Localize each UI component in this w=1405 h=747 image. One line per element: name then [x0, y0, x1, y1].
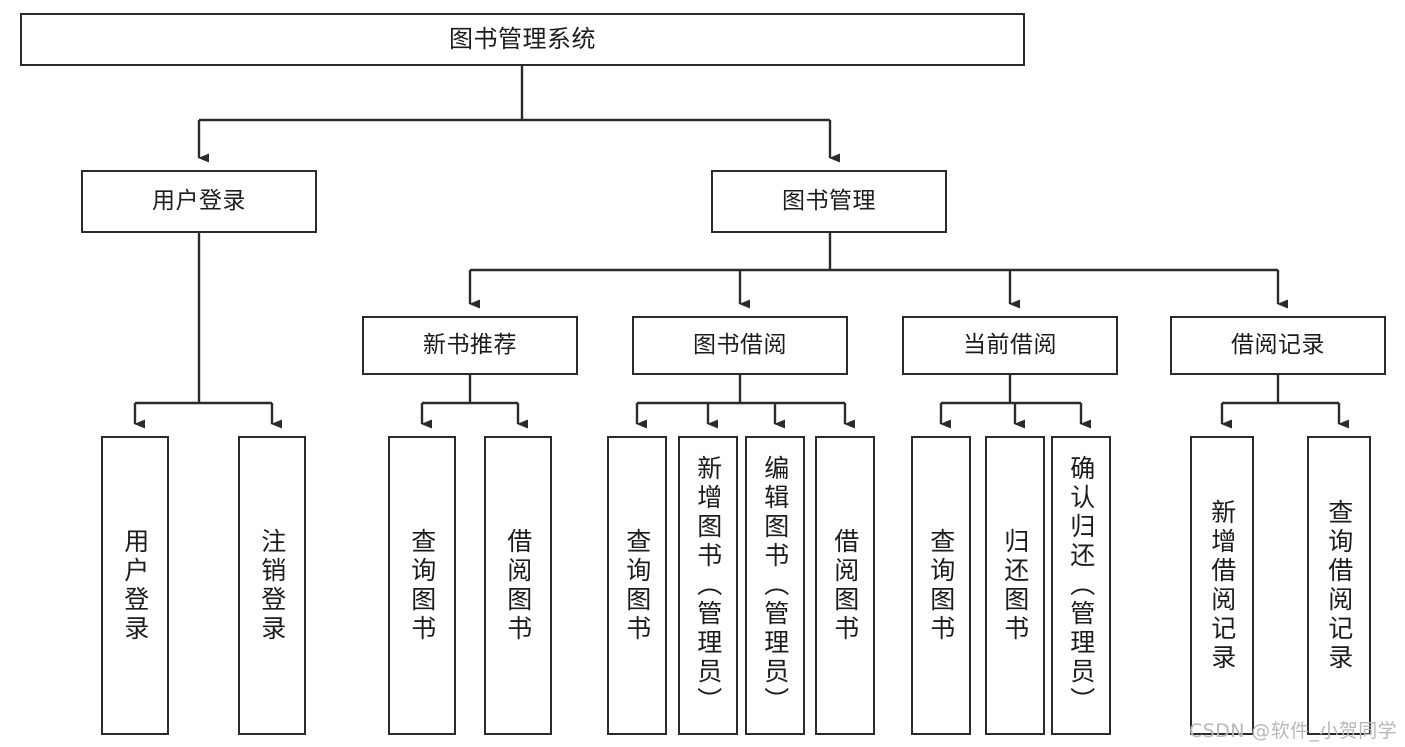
node-leaf-borrow-book-rec-label: 借阅图书 — [503, 527, 533, 644]
node-leaf-query-borrow-record[interactable]: 查询借阅记录 — [1307, 436, 1371, 735]
node-user-login[interactable]: 用户登录 — [81, 170, 317, 233]
node-leaf-add-borrow-record-label: 新增借阅记录 — [1207, 498, 1237, 673]
node-leaf-add-book-admin[interactable]: 新增图书（管理员） — [678, 436, 738, 735]
node-leaf-confirm-return-admin[interactable]: 确认归还（管理员） — [1051, 436, 1111, 735]
node-borrow-record[interactable]: 借阅记录 — [1170, 316, 1386, 375]
node-leaf-add-book-admin-label: 新增图书（管理员） — [693, 455, 723, 716]
node-leaf-query-book-current[interactable]: 查询图书 — [911, 436, 971, 735]
node-borrow-record-label: 借阅记录 — [1231, 331, 1325, 358]
node-leaf-return-book-label: 归还图书 — [1000, 527, 1030, 644]
node-leaf-query-book-borrow[interactable]: 查询图书 — [607, 436, 667, 735]
node-root-label: 图书管理系统 — [449, 25, 596, 54]
edges-root-to-level1 — [197, 66, 840, 163]
edges-user-login-to-leaves — [133, 233, 282, 429]
node-leaf-borrow-book-rec[interactable]: 借阅图书 — [484, 436, 552, 735]
node-leaf-query-book-current-label: 查询图书 — [926, 527, 956, 644]
node-book-borrow-label: 图书借阅 — [693, 331, 787, 358]
node-leaf-add-borrow-record[interactable]: 新增借阅记录 — [1190, 436, 1254, 735]
node-current-borrow-label: 当前借阅 — [963, 331, 1057, 358]
node-leaf-user-login[interactable]: 用户登录 — [101, 436, 169, 735]
edges-borrow-record-to-leaves — [1220, 375, 1349, 429]
node-leaf-query-borrow-record-label: 查询借阅记录 — [1324, 498, 1354, 673]
edges-current-borrow-to-leaves — [939, 375, 1091, 429]
edges-new-book-recommend-to-leaves — [420, 375, 528, 429]
node-leaf-edit-book-admin[interactable]: 编辑图书（管理员） — [745, 436, 805, 735]
node-leaf-logout-login[interactable]: 注销登录 — [238, 436, 306, 735]
node-new-book-recommend[interactable]: 新书推荐 — [362, 316, 578, 375]
node-leaf-borrow-book-label: 借阅图书 — [830, 527, 860, 644]
node-leaf-return-book[interactable]: 归还图书 — [985, 436, 1045, 735]
node-book-manage-label: 图书管理 — [782, 187, 876, 214]
node-leaf-query-book-rec-label: 查询图书 — [407, 527, 437, 644]
node-leaf-confirm-return-admin-label: 确认归还（管理员） — [1066, 455, 1096, 716]
node-current-borrow[interactable]: 当前借阅 — [902, 316, 1118, 375]
edges-book-manage-to-level2 — [468, 233, 1288, 309]
node-leaf-borrow-book[interactable]: 借阅图书 — [815, 436, 875, 735]
node-leaf-logout-login-label: 注销登录 — [257, 527, 287, 644]
node-book-manage[interactable]: 图书管理 — [711, 170, 947, 233]
node-book-borrow[interactable]: 图书借阅 — [632, 316, 848, 375]
node-new-book-recommend-label: 新书推荐 — [423, 331, 517, 358]
node-root[interactable]: 图书管理系统 — [20, 13, 1025, 66]
node-user-login-label: 用户登录 — [152, 187, 246, 214]
edges-book-borrow-to-leaves — [635, 375, 855, 429]
watermark: CSDN @软件_小贺同学 — [1189, 720, 1397, 742]
node-leaf-edit-book-admin-label: 编辑图书（管理员） — [760, 455, 790, 716]
node-leaf-query-book-rec[interactable]: 查询图书 — [388, 436, 456, 735]
node-leaf-query-book-borrow-label: 查询图书 — [622, 527, 652, 644]
node-leaf-user-login-label: 用户登录 — [120, 527, 150, 644]
